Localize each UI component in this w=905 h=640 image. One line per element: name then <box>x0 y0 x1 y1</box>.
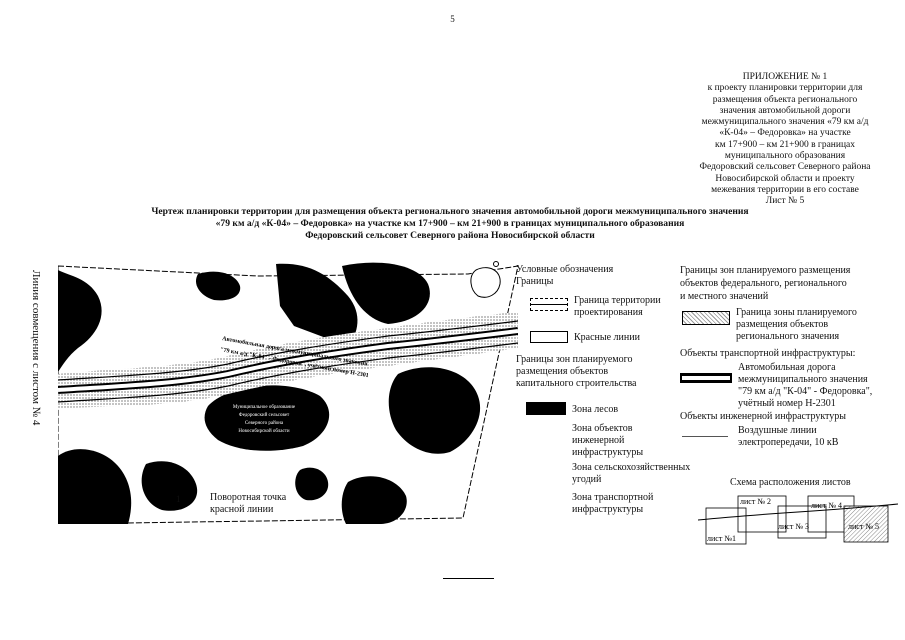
engineering-objects-title: Объекты инженерной инфраструктуры <box>680 411 847 422</box>
red-line <box>58 342 518 403</box>
forest-label: Зона лесов <box>572 404 619 415</box>
forest-zone <box>341 476 407 524</box>
red-line <box>58 320 518 381</box>
federal-zones-title: объектов федерального, регионального <box>680 278 847 289</box>
road-swatch-inner <box>682 376 730 380</box>
power-line-label: Воздушные линии <box>738 425 817 436</box>
capital-zones-title: капитального строительства <box>516 378 637 389</box>
sheet-junction-label: Линия совмещения с листом № 4 <box>30 270 52 425</box>
appendix-line: Федоровский сельсовет Северного района <box>699 162 871 173</box>
scheme-sheet-label: лист № 4 <box>811 501 842 510</box>
drawing-title: Чертеж планировки территории для размеще… <box>20 206 880 242</box>
appendix-line: к проекту планировки территории для <box>707 83 863 94</box>
forest-zone <box>58 449 132 524</box>
project-border-label: проектирования <box>574 307 643 318</box>
municipality-label: Новосибирской области <box>238 429 290 434</box>
capital-zones-title: размещения объектов <box>516 366 609 377</box>
regional-zone-swatch <box>682 311 730 325</box>
legend-borders: Границы <box>516 276 554 287</box>
forest-zone <box>276 263 358 346</box>
scheme-sheet-label: лист № 2 <box>740 497 771 506</box>
appendix-line: размещения объекта регионального <box>712 94 858 105</box>
engineering-object <box>470 267 501 298</box>
regional-zone-label: регионального значения <box>736 331 840 342</box>
transport-zone-label: Зона транспортной <box>572 492 654 503</box>
point-legend-line: красной линии <box>210 504 274 515</box>
forest-zone <box>141 461 198 511</box>
project-border-label: Граница территории <box>574 295 661 306</box>
turning-point-marker <box>186 497 191 502</box>
transport-zone-label: инфраструктуры <box>572 504 644 515</box>
engineering-label: инженерной <box>572 435 625 446</box>
appendix-sheet: Лист № 5 <box>765 196 805 207</box>
appendix-line: Новосибирской области и проекту <box>715 173 855 184</box>
side-label-text: Линия совмещения с листом № 4 <box>30 270 42 426</box>
municipality-label: Северного района <box>245 421 284 426</box>
power-line-swatch <box>682 436 728 437</box>
appendix-line: межмуниципального значения «79 км а/д <box>701 117 869 128</box>
municipality-label: Федоровский сельсовет <box>239 413 290 418</box>
federal-zones-title: и местного значений <box>680 291 769 302</box>
appendix-line: муниципального образования <box>724 151 846 162</box>
red-lines-swatch <box>530 331 568 343</box>
transport-objects-title: Объекты транспортной инфраструктуры: <box>680 348 856 359</box>
road-legend-label: межмуниципального значения <box>738 374 868 385</box>
planning-map: Автомобильная дорога межмуниципального з… <box>58 261 518 524</box>
forest-zone <box>388 367 481 454</box>
appendix-heading: ПРИЛОЖЕНИЕ № 1 <box>742 72 828 82</box>
scheme-sheet-label: лист № 5 <box>848 522 879 531</box>
engineering-label: инфраструктуры <box>572 447 644 458</box>
red-lines-label: Красные линии <box>574 332 640 343</box>
title-line: Федоровский сельсовет Северного района Н… <box>305 230 595 241</box>
regional-zone-label: размещения объектов <box>736 319 829 330</box>
appendix-line: «К-04» – Федоровка» на участке <box>719 128 851 139</box>
scheme-sheet-label: лист № 3 <box>778 522 809 531</box>
footer-rule <box>443 578 494 579</box>
agri-label: Зона сельскохозяйственных <box>572 462 691 473</box>
page-number: 5 <box>450 14 455 24</box>
agri-label: угодий <box>572 474 602 485</box>
scheme-sheet-label: лист №1 <box>707 534 736 543</box>
forest-zone <box>295 467 329 501</box>
project-border-swatch-line <box>530 304 568 305</box>
forest-zone <box>58 270 102 372</box>
regional-zone-label: Граница зоны планируемого <box>736 307 857 318</box>
forest-swatch <box>526 402 566 415</box>
appendix-line: км 17+900 – км 21+900 в границах <box>714 139 856 150</box>
forest-zone <box>342 262 430 324</box>
forest-zone <box>204 385 330 451</box>
capital-zones-title: Границы зон планируемого <box>516 354 633 365</box>
federal-zones-title: Границы зон планируемого размещения <box>680 265 851 276</box>
point-legend-line: Поворотная точка <box>210 492 287 503</box>
forest-zone <box>195 271 241 301</box>
title-line: Чертеж планировки территории для размеще… <box>151 206 749 217</box>
appendix-line: межевания территории в его составе <box>711 184 859 195</box>
power-line-label: электропередачи, 10 кВ <box>738 437 839 448</box>
engineering-label: Зона объектов <box>572 423 633 434</box>
sheet-scheme: лист №1 лист № 2 лист № 3 лист № 4 лист … <box>698 495 898 545</box>
road-legend-label: "79 км а/д "К-04" - Федоровка", <box>738 386 873 397</box>
appendix-block: ПРИЛОЖЕНИЕ № 1 к проекту планировки терр… <box>670 72 900 208</box>
north-mark <box>493 261 499 267</box>
title-line: «79 км а/д «К-04» – Федоровка» на участк… <box>215 218 685 229</box>
legend-title: Условные обозначения <box>516 264 614 275</box>
point-number: 1 <box>176 494 181 504</box>
scheme-title: Схема расположения листов <box>730 477 851 488</box>
road-line-inner <box>58 329 518 392</box>
municipality-label: Муниципальное образование <box>233 405 296 410</box>
road-legend-label: учётный номер Н-2301 <box>738 398 836 409</box>
project-boundary <box>58 265 518 524</box>
appendix-line: значения автомобильной дороги <box>719 105 851 116</box>
road-legend-label: Автомобильная дорога <box>738 362 836 373</box>
